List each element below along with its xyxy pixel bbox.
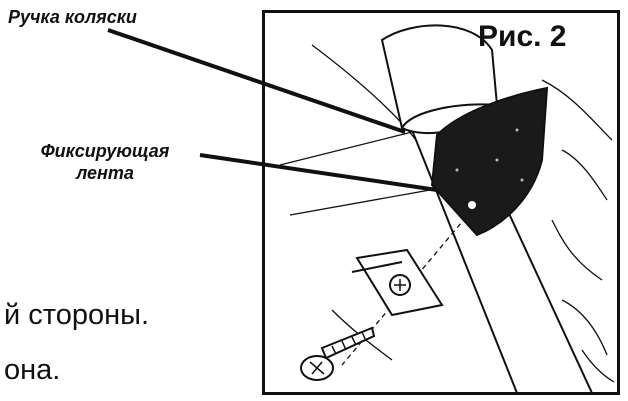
callout-label-fixing-strap-line1: Фиксирующая xyxy=(40,141,170,161)
instruction-text-fragment-2: она. xyxy=(4,354,61,386)
callout-label-fixing-strap-line2: лента xyxy=(76,163,134,183)
fixing-strap xyxy=(430,86,549,237)
screw xyxy=(300,326,376,381)
callout-label-stroller-handle: Ручка коляски xyxy=(8,7,137,27)
clip-bracket xyxy=(351,248,444,317)
figure-illustration xyxy=(262,10,620,395)
leader-line-handle xyxy=(107,28,406,134)
callout-label-fixing-strap: Фиксирующая лента xyxy=(10,140,200,184)
leader-line-strap xyxy=(199,153,438,192)
figure-frame xyxy=(262,10,620,395)
instruction-text-fragment-1: й стороны. xyxy=(4,299,150,331)
figure-title: Рис. 2 xyxy=(478,20,567,53)
stroller-handle-grip xyxy=(380,24,499,135)
